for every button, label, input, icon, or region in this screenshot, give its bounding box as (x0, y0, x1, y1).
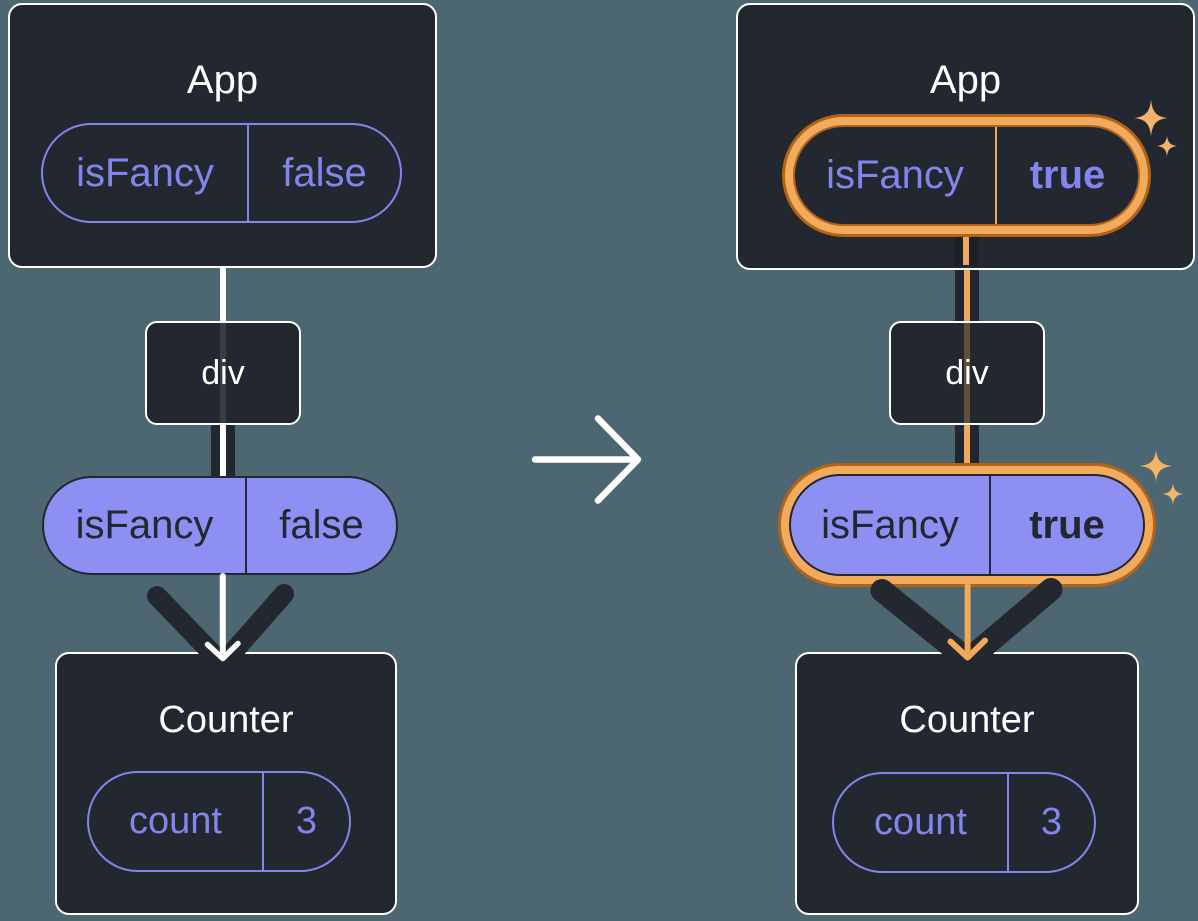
before-div-box: div (145, 321, 301, 425)
before-counter-title: Counter (158, 699, 294, 741)
after-app-title: App (929, 58, 1002, 102)
state-value: 3 (1040, 801, 1063, 843)
state-name: isFancy (43, 125, 249, 221)
after-app-box: App isFancy true (736, 3, 1195, 270)
after-counter-box: Counter count 3 (795, 652, 1139, 915)
state-name: isFancy (795, 127, 997, 224)
before-prop-pill: isFancy false (42, 476, 398, 575)
state-value: false (282, 150, 367, 195)
before-div-label: div (201, 353, 245, 392)
state-name: count (834, 774, 1009, 871)
after-app-inner-connector-core (963, 236, 969, 265)
prop-name: isFancy (44, 478, 247, 573)
after-counter-state-pill: count 3 (832, 772, 1096, 873)
after-div-prop-connector-core (964, 425, 970, 477)
before-div-prop-connector-core (220, 425, 226, 477)
after-app-state-pill: isFancy true (793, 125, 1140, 226)
prop-name: isFancy (791, 476, 991, 574)
state-name: count (89, 773, 264, 870)
state-value: true (1029, 153, 1106, 197)
state-value: 3 (295, 800, 318, 842)
before-app-title: App (186, 58, 259, 102)
after-prop-highlight-ring: isFancy true (778, 463, 1156, 587)
after-app-div-connector-core (964, 270, 970, 322)
transition-arrowhead-icon (594, 415, 642, 504)
before-counter-box: Counter count 3 (55, 652, 397, 915)
after-counter-title: Counter (899, 699, 1035, 741)
prop-value: true (1029, 502, 1105, 547)
prop-value: false (279, 503, 364, 547)
after-app-state-highlight-ring: isFancy true (782, 114, 1151, 237)
sparkle-icon (1162, 483, 1184, 505)
before-app-div-connector (220, 266, 226, 323)
before-counter-state-pill: count 3 (87, 771, 351, 872)
after-div-box: div (889, 321, 1045, 425)
after-div-passthrough-stripe (963, 323, 970, 423)
before-app-box: App isFancy false (8, 3, 437, 268)
before-app-state-pill: isFancy false (41, 123, 402, 223)
before-div-passthrough-stripe (219, 323, 226, 423)
after-prop-pill: isFancy true (789, 474, 1145, 576)
after-div-label: div (945, 353, 989, 392)
sparkle-icon (1139, 450, 1173, 482)
after-prop-flow-chevron-icon (870, 578, 1063, 672)
